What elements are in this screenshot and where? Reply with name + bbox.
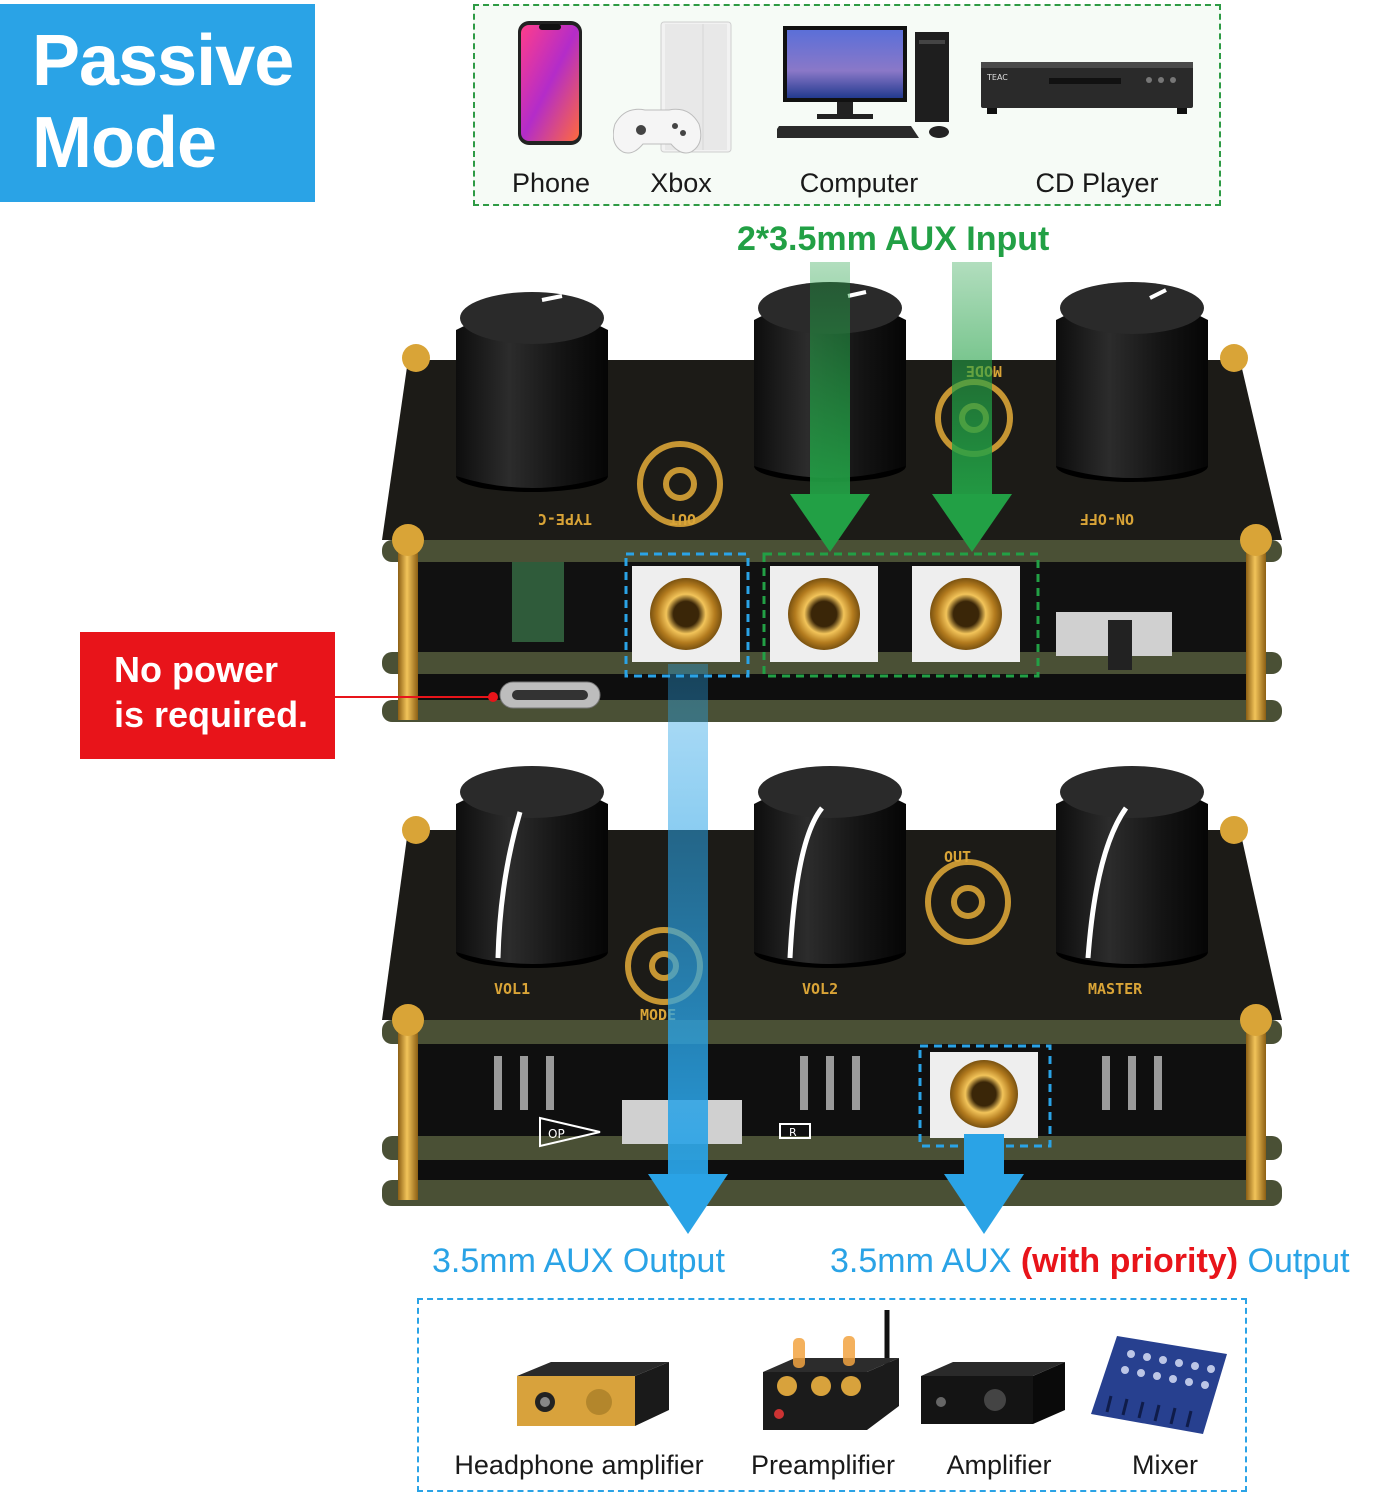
label-on-off: ON-OFF: [1080, 510, 1134, 528]
device-label-mixer: Mixer: [1132, 1450, 1198, 1480]
label-vol1: VOL1: [494, 980, 530, 998]
device-label-preamplifier: Preamplifier: [750, 1450, 896, 1480]
aux-priority-output-label: 3.5mm AUX (with priority) Output: [830, 1242, 1350, 1281]
mixer-icon: [1091, 1336, 1227, 1434]
label-master: MASTER: [1088, 980, 1143, 998]
cd-player-icon: TEAC: [981, 62, 1193, 114]
mode-badge-line2: Mode: [32, 103, 217, 183]
priority-output-pre: 3.5mm AUX: [830, 1242, 1021, 1280]
knob-upper-left: [456, 292, 608, 492]
knob-upper-middle: [754, 282, 906, 482]
label-vol2: VOL2: [802, 980, 838, 998]
input-sources-box: TEAC Phone Xbox Computer CD Player: [473, 4, 1221, 206]
power-pointer-dot: [488, 692, 498, 702]
priority-output-highlight: (with priority): [1020, 1242, 1239, 1280]
label-out-top: OUT: [669, 510, 696, 528]
headphone-amplifier-icon: [517, 1362, 669, 1426]
device-label-headphone-amplifier: Headphone amplifier: [454, 1450, 704, 1480]
priority-output-post: Output: [1238, 1242, 1350, 1280]
knob-lower-left: [456, 766, 608, 968]
preamplifier-icon: [763, 1310, 899, 1430]
aux-output-label: 3.5mm AUX Output: [432, 1242, 725, 1280]
device-label-phone: Phone: [511, 168, 591, 198]
device-label-amplifier: Amplifier: [946, 1450, 1052, 1480]
label-mode-bottom: MODE: [640, 1006, 676, 1024]
label-op: OP: [548, 1127, 565, 1141]
board-lower: VOL1 VOL2 MASTER MODE OUT OP R: [382, 766, 1282, 1206]
power-note: No power is required.: [80, 632, 335, 759]
phone-icon: [518, 21, 582, 145]
input-arrows: [790, 262, 1012, 552]
knob-lower-middle: [754, 766, 906, 968]
knob-lower-right: [1056, 766, 1208, 968]
knob-upper-right: [1056, 282, 1208, 482]
device-label-xbox: Xbox: [650, 168, 712, 198]
output-devices-box: Headphone amplifier Preamplifier Amplifi…: [417, 1298, 1247, 1492]
board-upper: TYPE-C OUT ON-OFF MODE: [382, 282, 1282, 722]
power-note-line2: is required.: [114, 694, 309, 735]
mode-badge-line1: Passive: [32, 21, 294, 101]
device-label-computer: Computer: [799, 168, 919, 198]
power-pointer-line: [335, 696, 493, 698]
mode-badge: Passive Mode: [0, 4, 315, 202]
output-arrows: [648, 664, 1024, 1234]
amplifier-icon: [921, 1362, 1065, 1424]
power-note-line1: No power: [114, 649, 279, 690]
label-type-c: TYPE-C: [538, 510, 592, 528]
label-out-bottom: OUT: [944, 848, 971, 866]
console-icon: [613, 21, 732, 154]
label-r: R: [789, 1126, 797, 1139]
device-label-cd-player: CD Player: [1035, 168, 1159, 198]
aux-input-label: 2*3.5mm AUX Input: [737, 220, 1050, 258]
svg-text:TEAC: TEAC: [986, 73, 1008, 82]
computer-icon: [777, 26, 949, 138]
